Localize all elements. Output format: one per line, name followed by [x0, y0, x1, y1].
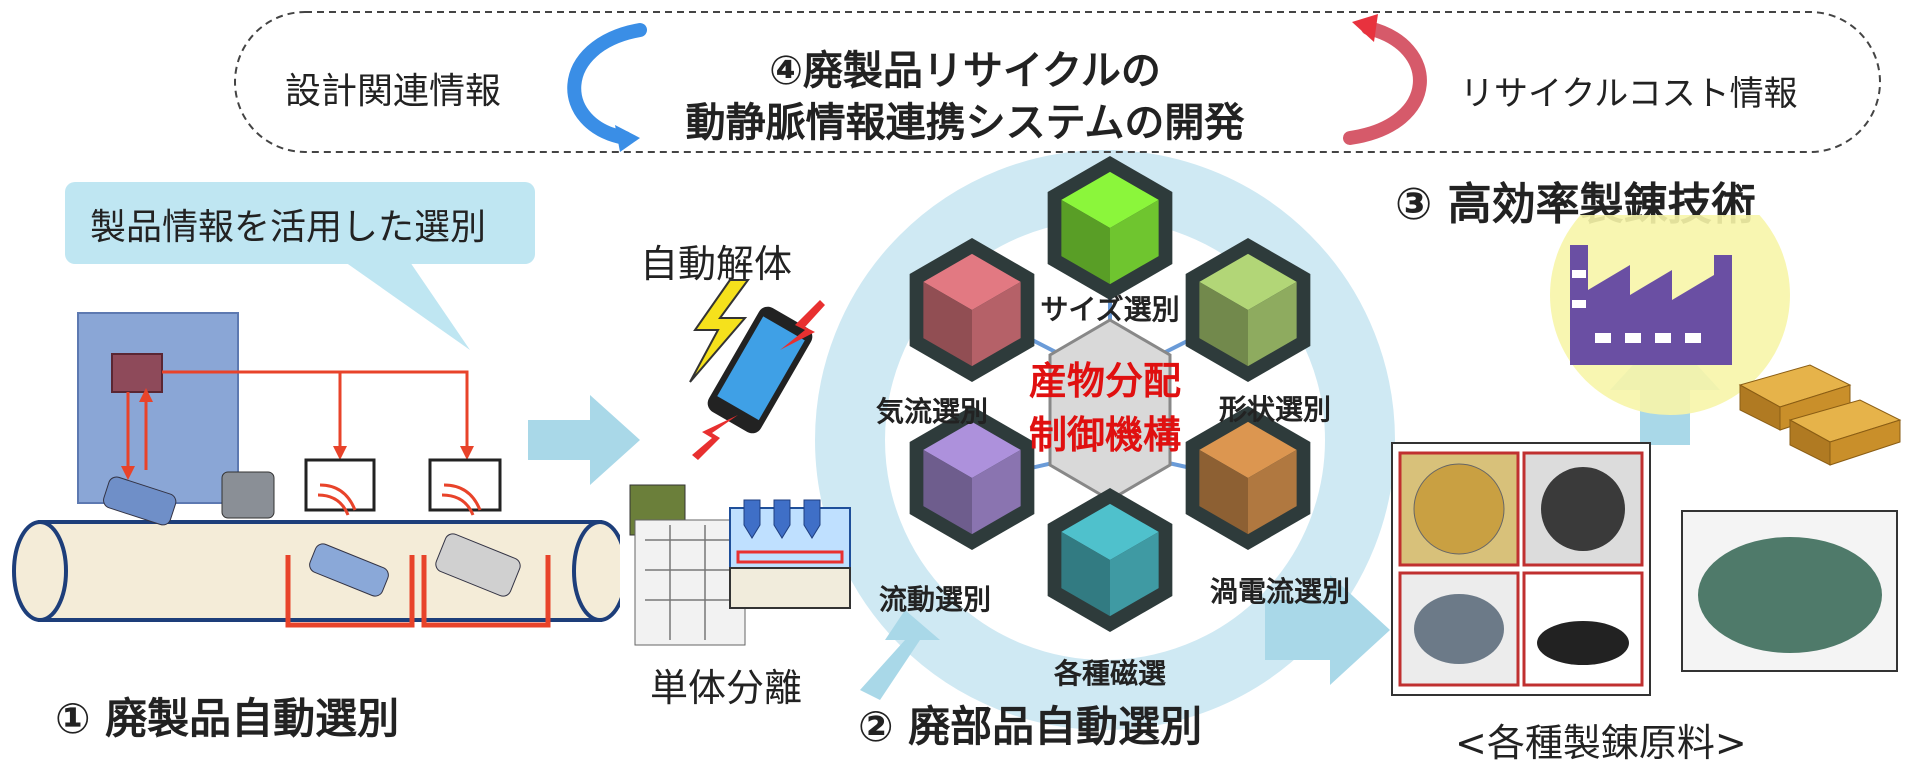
conveyor-left-roller — [12, 520, 68, 622]
hex-magnetic-face-right — [1110, 531, 1159, 617]
blue-arrow-head — [615, 125, 640, 152]
callout-tail — [345, 262, 470, 350]
circuit-board-2 — [634, 519, 746, 646]
collection-bin-1 — [285, 555, 415, 628]
scanner-module — [111, 353, 163, 393]
flow-arrow-3 — [1265, 575, 1390, 685]
section2-title: ② 廃部品自動選別 — [858, 702, 1203, 751]
dismantle-label: 自動解体 — [640, 242, 793, 286]
hex-size-face-top — [1061, 171, 1159, 228]
banner-title-line1: ④廃製品リサイクルの — [769, 48, 1161, 94]
hex-shape-face-right — [1248, 281, 1297, 367]
banner-left-label: 設計関連情報 — [285, 71, 502, 112]
hex-label-eddy: 渦電流選別 — [1209, 575, 1350, 608]
sorting-station-1 — [304, 458, 376, 512]
hex-label-size: サイズ選別 — [1040, 293, 1180, 326]
banner-right-label: リサイクルコスト情報 — [1460, 74, 1798, 114]
scanner-housing — [77, 312, 239, 504]
separation-unit-red-layer — [736, 550, 844, 564]
factory-windows — [1572, 270, 1701, 343]
material-sample-2-pile — [1541, 467, 1625, 551]
callout-box — [65, 182, 535, 264]
banner-title-line2: 動静脈情報連携システムの開発 — [685, 100, 1245, 146]
hex-size-face-right — [1110, 199, 1159, 285]
smartphone-icon — [707, 306, 813, 434]
conveyor-right-roller — [572, 520, 620, 622]
signal-arrowhead-1 — [333, 446, 347, 460]
scan-arrowhead-down — [121, 466, 135, 480]
air-jet-1 — [317, 483, 357, 516]
separation-unit-base — [729, 567, 851, 609]
phone-on-belt-2 — [435, 533, 521, 597]
red-curved-arrow — [1343, 21, 1427, 145]
hex-size-face-left — [1061, 199, 1110, 285]
camera-item — [221, 471, 275, 519]
hex-air-face-top — [923, 253, 1021, 310]
hex-shape-cube — [1185, 238, 1311, 382]
hex-air-cube — [909, 238, 1035, 382]
top-banner-dashed-box — [234, 11, 1881, 153]
circuit-scrap-pile — [1698, 537, 1882, 653]
center-label-line2: 制御機構 — [1028, 413, 1181, 457]
blue-curved-arrow — [567, 23, 647, 145]
separation-label: 単体分離 — [650, 666, 803, 710]
hex-air-face-right — [972, 281, 1021, 367]
dismantle-arrow-1 — [780, 300, 825, 350]
materials-label: <各種製錬原料> — [1455, 721, 1747, 765]
hex-magnetic-face-left — [1061, 531, 1110, 617]
hex-label-flow: 流動選別 — [878, 583, 991, 616]
lightning-icon — [689, 279, 750, 383]
callout-text: 製品情報を活用した選別 — [90, 207, 487, 248]
material-sample-4-pile — [1537, 621, 1629, 665]
scan-arrowhead-up — [139, 388, 153, 402]
hex-flow-cube — [909, 406, 1035, 550]
hex-label-shape: 形状選別 — [1218, 393, 1331, 426]
press-pin-2 — [773, 499, 791, 539]
phone-under-scanner — [103, 476, 177, 526]
hex-shape-face-left — [1199, 281, 1248, 367]
material-sample-1-dish — [1413, 463, 1505, 555]
signal-arrowhead-2 — [460, 446, 474, 460]
collection-bin-2 — [421, 555, 551, 628]
flow-arrow-1 — [528, 395, 640, 485]
hex-size-cube — [1047, 156, 1173, 300]
phone-on-belt-1 — [309, 543, 389, 597]
press-pin-1 — [743, 499, 761, 539]
hex-label-magnetic: 各種磁選 — [1053, 657, 1166, 690]
signal-line-1 — [162, 370, 469, 450]
air-jet-2 — [441, 483, 482, 516]
hex-air-face-left — [923, 281, 972, 367]
hex-eddy-cube — [1185, 406, 1311, 550]
flow-arrow-2 — [860, 610, 940, 700]
material-sample-3-pile — [1414, 594, 1504, 664]
section2-left-illustration — [629, 279, 851, 646]
section1-title: ① 廃製品自動選別 — [55, 694, 400, 743]
hex-magnetic-cube — [1047, 488, 1173, 632]
gold-bars-icon — [1738, 364, 1902, 466]
hex-label-air: 気流選別 — [875, 395, 988, 428]
center-label-line1: 産物分配 — [1028, 359, 1181, 403]
press-pin-3 — [803, 499, 821, 539]
section3-illustration — [1391, 215, 1902, 696]
hex-eddy-face-top — [1199, 421, 1297, 478]
hexagon-cluster — [909, 156, 1311, 632]
top-banner-frame — [234, 11, 1881, 153]
circuit-pattern — [645, 525, 730, 640]
hex-flow-face-left — [923, 449, 972, 535]
section1-illustration — [12, 182, 620, 628]
hex-flow-face-top — [923, 421, 1021, 478]
dismantle-arrow-2 — [692, 415, 738, 460]
hex-shape-face-top — [1199, 253, 1297, 310]
hex-flow-face-right — [972, 449, 1021, 535]
red-arrow-head — [1352, 14, 1378, 42]
